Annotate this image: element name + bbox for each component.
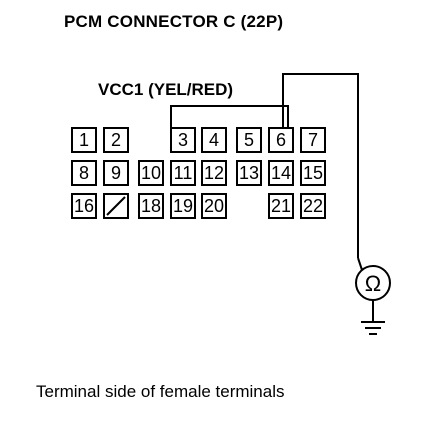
terminal-8: 8 bbox=[71, 160, 97, 186]
terminal-4: 4 bbox=[201, 127, 227, 153]
terminal-6: 6 bbox=[268, 127, 294, 153]
terminal-9: 9 bbox=[103, 160, 129, 186]
terminal-11: 11 bbox=[170, 160, 196, 186]
terminal-5: 5 bbox=[236, 127, 262, 153]
terminal-1: 1 bbox=[71, 127, 97, 153]
terminal-7: 7 bbox=[300, 127, 326, 153]
pin-label: VCC1 (YEL/RED) bbox=[98, 80, 234, 99]
terminal-10: 10 bbox=[138, 160, 164, 186]
terminal-19: 19 bbox=[170, 193, 196, 219]
ground-icon bbox=[361, 321, 385, 335]
terminal-2: 2 bbox=[103, 127, 129, 153]
terminal-21: 21 bbox=[268, 193, 294, 219]
ohm-symbol: Ω bbox=[365, 271, 381, 296]
connector-tab bbox=[170, 105, 289, 128]
probe-lead bbox=[282, 73, 359, 258]
caption: Terminal side of female terminals bbox=[36, 382, 285, 401]
terminal-13: 13 bbox=[236, 160, 262, 186]
terminal-15: 15 bbox=[300, 160, 326, 186]
diagram-title: PCM CONNECTOR C (22P) bbox=[64, 12, 284, 31]
terminal-22: 22 bbox=[300, 193, 326, 219]
terminal-12: 12 bbox=[201, 160, 227, 186]
blank-terminal bbox=[103, 193, 129, 219]
terminal-18: 18 bbox=[138, 193, 164, 219]
terminal-20: 20 bbox=[201, 193, 227, 219]
terminal-16: 16 bbox=[71, 193, 97, 219]
terminal-3: 3 bbox=[170, 127, 196, 153]
terminal-14: 14 bbox=[268, 160, 294, 186]
